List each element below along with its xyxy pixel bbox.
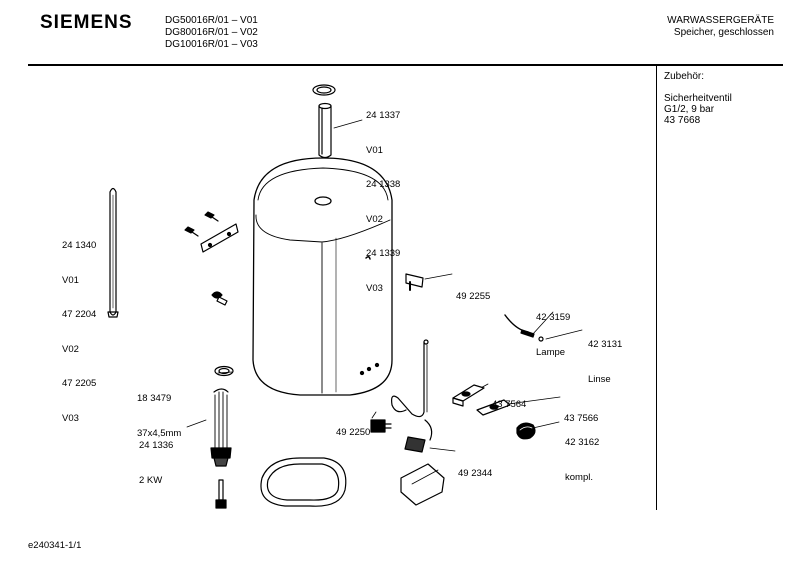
callout-line: 49 2250 — [336, 427, 371, 438]
pipe-part — [312, 84, 336, 159]
model-list: DG50016R/01 – V01 DG80016R/01 – V02 DG10… — [165, 15, 258, 51]
anode-rod — [107, 187, 119, 318]
small-bracket — [405, 273, 424, 291]
callout-plate2: 43 7566 — [564, 390, 598, 436]
callout-pipe: 24 1337 V01 24 1338 V02 24 1339 V03 — [366, 87, 400, 306]
callout-switch: 49 2250 — [336, 404, 370, 450]
callout-line: V02 — [62, 343, 79, 355]
callout-line: 24 1337 — [366, 110, 401, 121]
callout-line: kompl. — [565, 471, 593, 483]
thermostat-assembly — [391, 339, 445, 506]
callout-lamp: 42 3159 Lampe — [536, 289, 570, 370]
page-code: e240341-1/1 — [28, 540, 82, 551]
callout-line: 47 2205 — [62, 378, 97, 389]
callout-plate1: 43 7564 — [492, 376, 526, 422]
mounting-bracket — [184, 211, 239, 306]
callout-line: 42 3131 — [588, 339, 623, 350]
brand-logo: SIEMENS — [40, 12, 133, 33]
callout-line: 43 7564 — [492, 399, 527, 410]
boiler-tank — [252, 157, 393, 396]
callout-line: 2 KW — [139, 474, 163, 486]
header-rule — [28, 64, 783, 66]
callout-lens: 42 3131 Linse — [588, 316, 622, 397]
accessory-line: Sicherheitventil — [664, 93, 732, 104]
accessory-line: 43 7668 — [664, 115, 701, 126]
callout-line: V03 — [62, 412, 79, 424]
indicator-lamp — [504, 314, 544, 342]
callout-line: 24 1339 — [366, 248, 401, 259]
callout-line: V02 — [366, 213, 383, 225]
document-title: WARWASSERGERÄTE Speicher, geschlossen — [667, 15, 774, 39]
flange-gasket — [214, 365, 234, 377]
callout-line: 37x4,5mm — [137, 427, 182, 439]
model-line: DG80016R/01 – V02 — [165, 27, 258, 38]
accessory-divider — [656, 65, 657, 510]
callout-gasket: 18 3479 37x4,5mm — [137, 370, 181, 451]
callout-thermostat: 49 2344 — [458, 445, 492, 491]
switch-part — [370, 419, 392, 433]
callout-line: V01 — [366, 144, 383, 156]
callout-line: 24 1336 — [139, 440, 174, 451]
callout-rod: 24 1340 V01 47 2204 V02 47 2205 V03 — [62, 217, 96, 436]
callout-line: V03 — [366, 282, 383, 294]
panel-plates — [452, 384, 511, 416]
control-knob — [516, 422, 536, 440]
callout-line: 42 3159 — [536, 312, 571, 323]
accessories-heading: Zubehör: — [664, 71, 705, 82]
callout-heater: 24 1336 2 KW — [139, 417, 173, 498]
accessory-line: G1/2, 9 bar — [664, 104, 715, 115]
tank-gasket — [260, 457, 347, 507]
callout-line: 47 2204 — [62, 309, 97, 320]
callout-line: 24 1340 — [62, 240, 97, 251]
callout-line: 18 3479 — [137, 393, 172, 404]
accessories-panel: Zubehör: Sicherheitventil G1/2, 9 bar 43… — [664, 71, 732, 126]
callout-line: 49 2344 — [458, 468, 493, 479]
callout-bracket: 49 2255 — [456, 268, 490, 314]
callout-line: Linse — [588, 373, 611, 385]
callout-line: 24 1338 — [366, 179, 401, 190]
model-line: DG50016R/01 – V01 — [165, 15, 258, 26]
callout-line: 42 3162 — [565, 437, 600, 448]
callout-line: 43 7566 — [564, 413, 599, 424]
callout-line: 49 2255 — [456, 291, 491, 302]
callout-knob: 42 3162 kompl. — [565, 414, 599, 495]
callout-line: Lampe — [536, 346, 566, 358]
callout-line: V01 — [62, 274, 79, 286]
subtitle-line: Speicher, geschlossen — [673, 27, 774, 38]
heating-element — [210, 388, 232, 509]
title-line: WARWASSERGERÄTE — [667, 15, 774, 26]
model-line: DG10016R/01 – V03 — [165, 39, 258, 50]
